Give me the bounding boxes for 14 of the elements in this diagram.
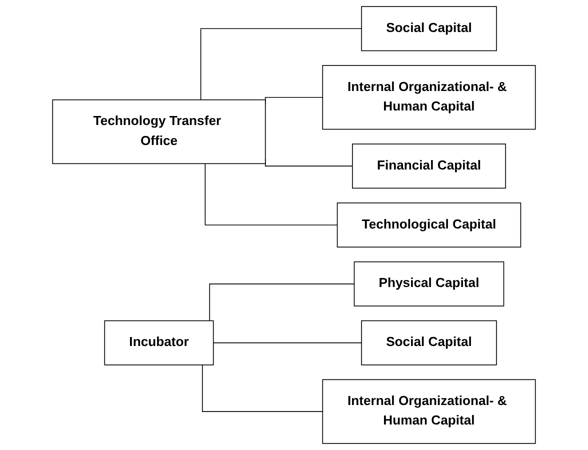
node-box: Physical Capital	[354, 261, 504, 306]
node-box: Incubator	[104, 320, 214, 366]
connector	[204, 163, 338, 226]
node-box: Financial Capital	[352, 144, 506, 189]
connector	[202, 364, 324, 412]
node-box: Technology Transfer Office	[52, 99, 266, 164]
node-box: Social Capital	[361, 320, 497, 366]
node-box: Social Capital	[361, 6, 497, 52]
connector	[212, 342, 362, 344]
node-box: Technological Capital	[336, 202, 522, 248]
connector	[209, 284, 355, 322]
node-box: Internal Organizational- & Human Capital	[322, 379, 536, 444]
node-box: Internal Organizational- & Human Capital	[322, 65, 536, 130]
connector	[200, 28, 362, 100]
